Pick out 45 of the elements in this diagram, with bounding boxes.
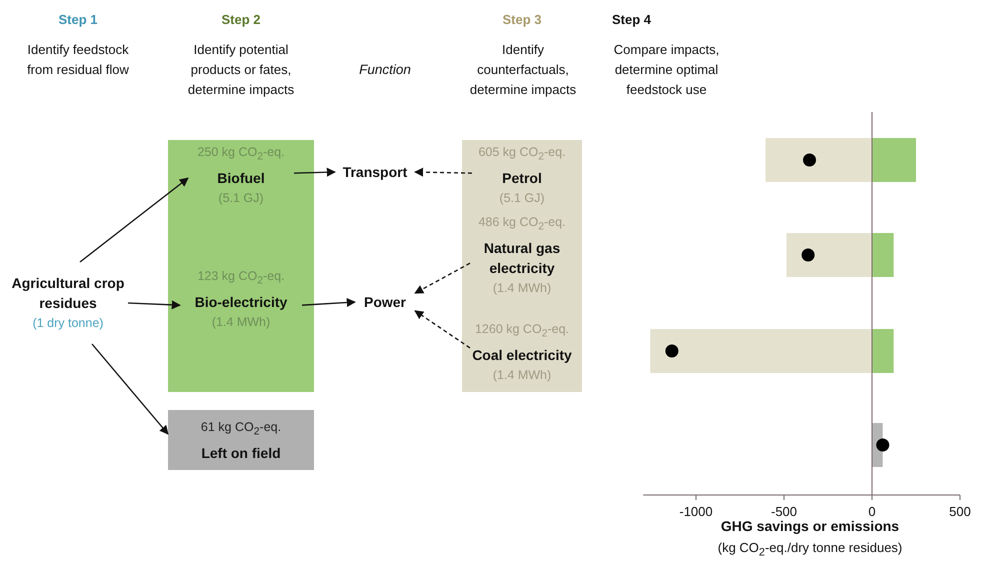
- arrow: [302, 298, 356, 308]
- emission-value: (1.4 MWh): [492, 366, 552, 384]
- column-heading: Function: [358, 61, 412, 79]
- step-heading: Step 3: [501, 11, 542, 29]
- emission-value: (1.4 MWh): [212, 314, 270, 331]
- emission-value: (1.4 MWh): [492, 280, 552, 297]
- tick-label: -500: [770, 504, 798, 519]
- emission-value: (5.1 GJ): [218, 190, 264, 207]
- step-description: Identify potential products or fates, determine impacts: [186, 41, 296, 99]
- step-heading: Step 4: [612, 11, 652, 29]
- node-title: Transport: [342, 163, 408, 182]
- emission-value: 61 kg CO$_{2}$-eq.: [200, 419, 282, 440]
- step-description: Identify feedstock from residual flow: [26, 41, 130, 79]
- product-band: [168, 140, 314, 392]
- step-description: Identify counterfactuals, determine impacts: [468, 41, 578, 99]
- node-title: Natural gas electricity: [482, 238, 562, 278]
- arrow: [414, 168, 472, 177]
- emission-value: 1260 kg CO$_{2}$-eq.: [474, 321, 570, 342]
- emission-value: 250 kg CO$_{2}$-eq.: [197, 144, 285, 165]
- arrow: [80, 178, 189, 263]
- arrow: [294, 168, 336, 177]
- emission-value: 123 kg CO$_{2}$-eq.: [197, 268, 285, 289]
- tick-label: 0: [867, 504, 877, 519]
- node-title: Left on field: [201, 444, 281, 463]
- node-title: Power: [364, 293, 406, 312]
- axis-title: GHG savings or emissions: [720, 518, 900, 534]
- emission-value: 605 kg CO$_{2}$-eq.: [478, 144, 566, 165]
- node-title: Coal electricity: [472, 346, 572, 365]
- node-title: Bio-electricity: [194, 292, 288, 312]
- arrow: [128, 300, 181, 310]
- counterfactual-band: [462, 140, 582, 392]
- emission-value: 486 kg CO$_{2}$-eq.: [478, 214, 566, 235]
- step-heading: Step 2: [220, 11, 262, 29]
- step-heading: Step 1: [57, 11, 98, 29]
- node-title: Petrol: [502, 168, 542, 188]
- fate-box: [168, 410, 314, 470]
- node-title: Biofuel: [217, 168, 265, 188]
- tick-label: -1000: [678, 504, 714, 519]
- node-title: Agricultural crop residues: [10, 274, 126, 313]
- quantity-note: (1 dry tonne): [32, 315, 104, 332]
- tick-label: 500: [948, 504, 972, 519]
- emission-value: (5.1 GJ): [499, 190, 545, 207]
- step-description: Compare impacts, determine optimal feedstock use: [612, 41, 720, 99]
- axis-subtitle: (kg CO$_{2}$-eq./dry tonne residues): [716, 539, 904, 561]
- arrow: [92, 344, 169, 435]
